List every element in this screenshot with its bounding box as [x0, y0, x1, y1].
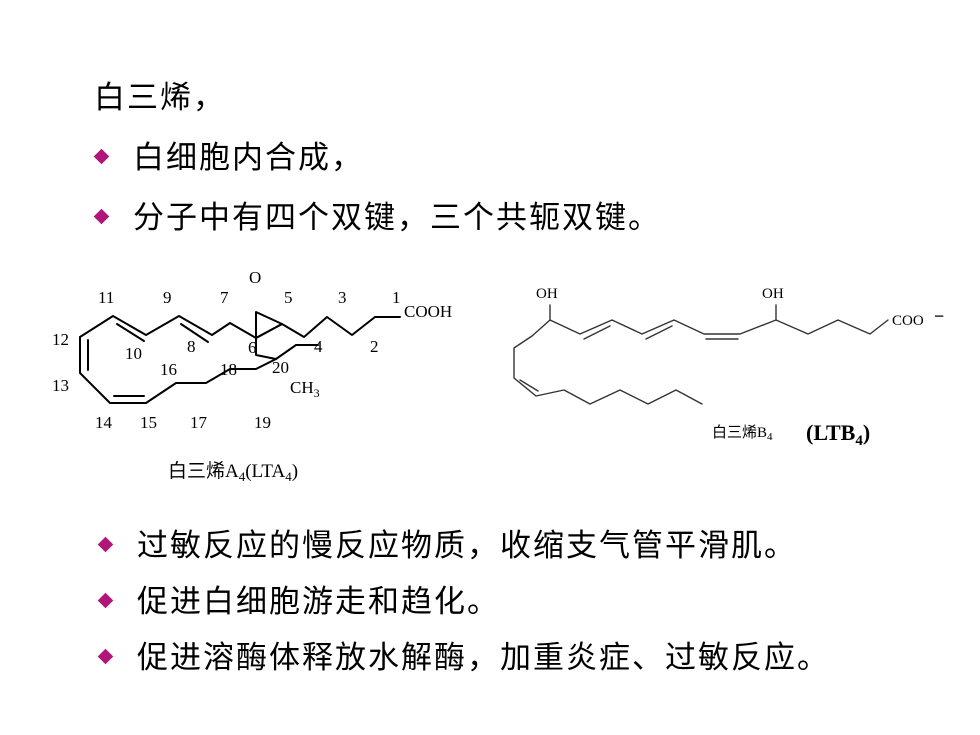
cooh-label: COOH — [404, 302, 452, 321]
atom-number: 7 — [220, 288, 229, 307]
ch3-label: CH3 — [290, 378, 320, 400]
bullet-item: 促进溶酶体释放水解酶，加重炎症、过敏反应。 — [97, 632, 830, 677]
oxygen-label: O — [249, 268, 261, 287]
atom-number: 18 — [220, 360, 237, 379]
atom-number: 9 — [163, 288, 172, 307]
bullet-text: 白细胞内合成， — [133, 140, 364, 176]
ltb4-caption-abbr: (LTB4) — [806, 420, 870, 449]
diamond-bullet-icon — [97, 648, 114, 665]
diamond-bullet-icon — [97, 536, 114, 553]
bullet-item: 过敏反应的慢反应物质，收缩支气管平滑肌。 — [97, 520, 797, 565]
lta4-caption: 白三烯A4(LTA4) — [168, 460, 298, 484]
ltb4-bonds — [513, 304, 889, 405]
coo-label: COO — [892, 313, 924, 329]
diamond-bullet-icon — [93, 208, 110, 225]
bullet-text: 促进溶酶体释放水解酶，加重炎症、过敏反应。 — [137, 640, 830, 676]
atom-number: 3 — [338, 288, 347, 307]
atom-number: 14 — [95, 413, 113, 432]
atom-number: 20 — [272, 358, 289, 377]
diamond-bullet-icon — [93, 148, 110, 165]
atom-number: 13 — [52, 376, 69, 395]
ltb4-structure: OH OH COO − 白三烯B4 (LTB4) — [513, 286, 944, 449]
atom-number: 16 — [160, 360, 177, 379]
diamond-bullet-icon — [97, 592, 114, 609]
atom-number: 12 — [52, 330, 69, 349]
atom-number: 2 — [370, 337, 379, 356]
slide-heading: 白三烯， — [94, 80, 226, 116]
bullet-text: 促进白细胞游走和趋化。 — [137, 584, 500, 620]
bullet-text: 过敏反应的慢反应物质，收缩支气管平滑肌。 — [137, 528, 797, 564]
atom-number: 11 — [98, 288, 114, 307]
atom-number: 8 — [187, 337, 196, 356]
atom-number: 17 — [190, 413, 208, 432]
lta4-bonds — [79, 311, 401, 404]
bullet-item: 促进白细胞游走和趋化。 — [97, 576, 500, 621]
atom-number: 6 — [248, 338, 257, 357]
atom-number: 19 — [254, 413, 271, 432]
bullet-item: 分子中有四个双键，三个共轭双键。 — [93, 192, 661, 237]
atom-number: 10 — [125, 344, 142, 363]
ltb4-caption-cn: 白三烯B4 — [712, 424, 773, 443]
negative-charge: − — [934, 306, 944, 326]
lta4-structure: O COOH CH3 1 2 3 4 5 6 7 8 9 10 11 12 13… — [52, 268, 452, 484]
oh-label-left: OH — [536, 286, 558, 302]
oh-label-right: OH — [762, 286, 784, 302]
atom-number: 15 — [140, 413, 157, 432]
atom-number: 5 — [284, 288, 293, 307]
bullet-text: 分子中有四个双键，三个共轭双键。 — [133, 200, 661, 236]
bullet-item: 白细胞内合成， — [93, 132, 364, 177]
atom-number: 4 — [314, 337, 323, 356]
lta4-atom-numbers: 1 2 3 4 5 6 7 8 9 10 11 12 13 14 15 16 1… — [52, 288, 401, 432]
atom-number: 1 — [392, 288, 401, 307]
